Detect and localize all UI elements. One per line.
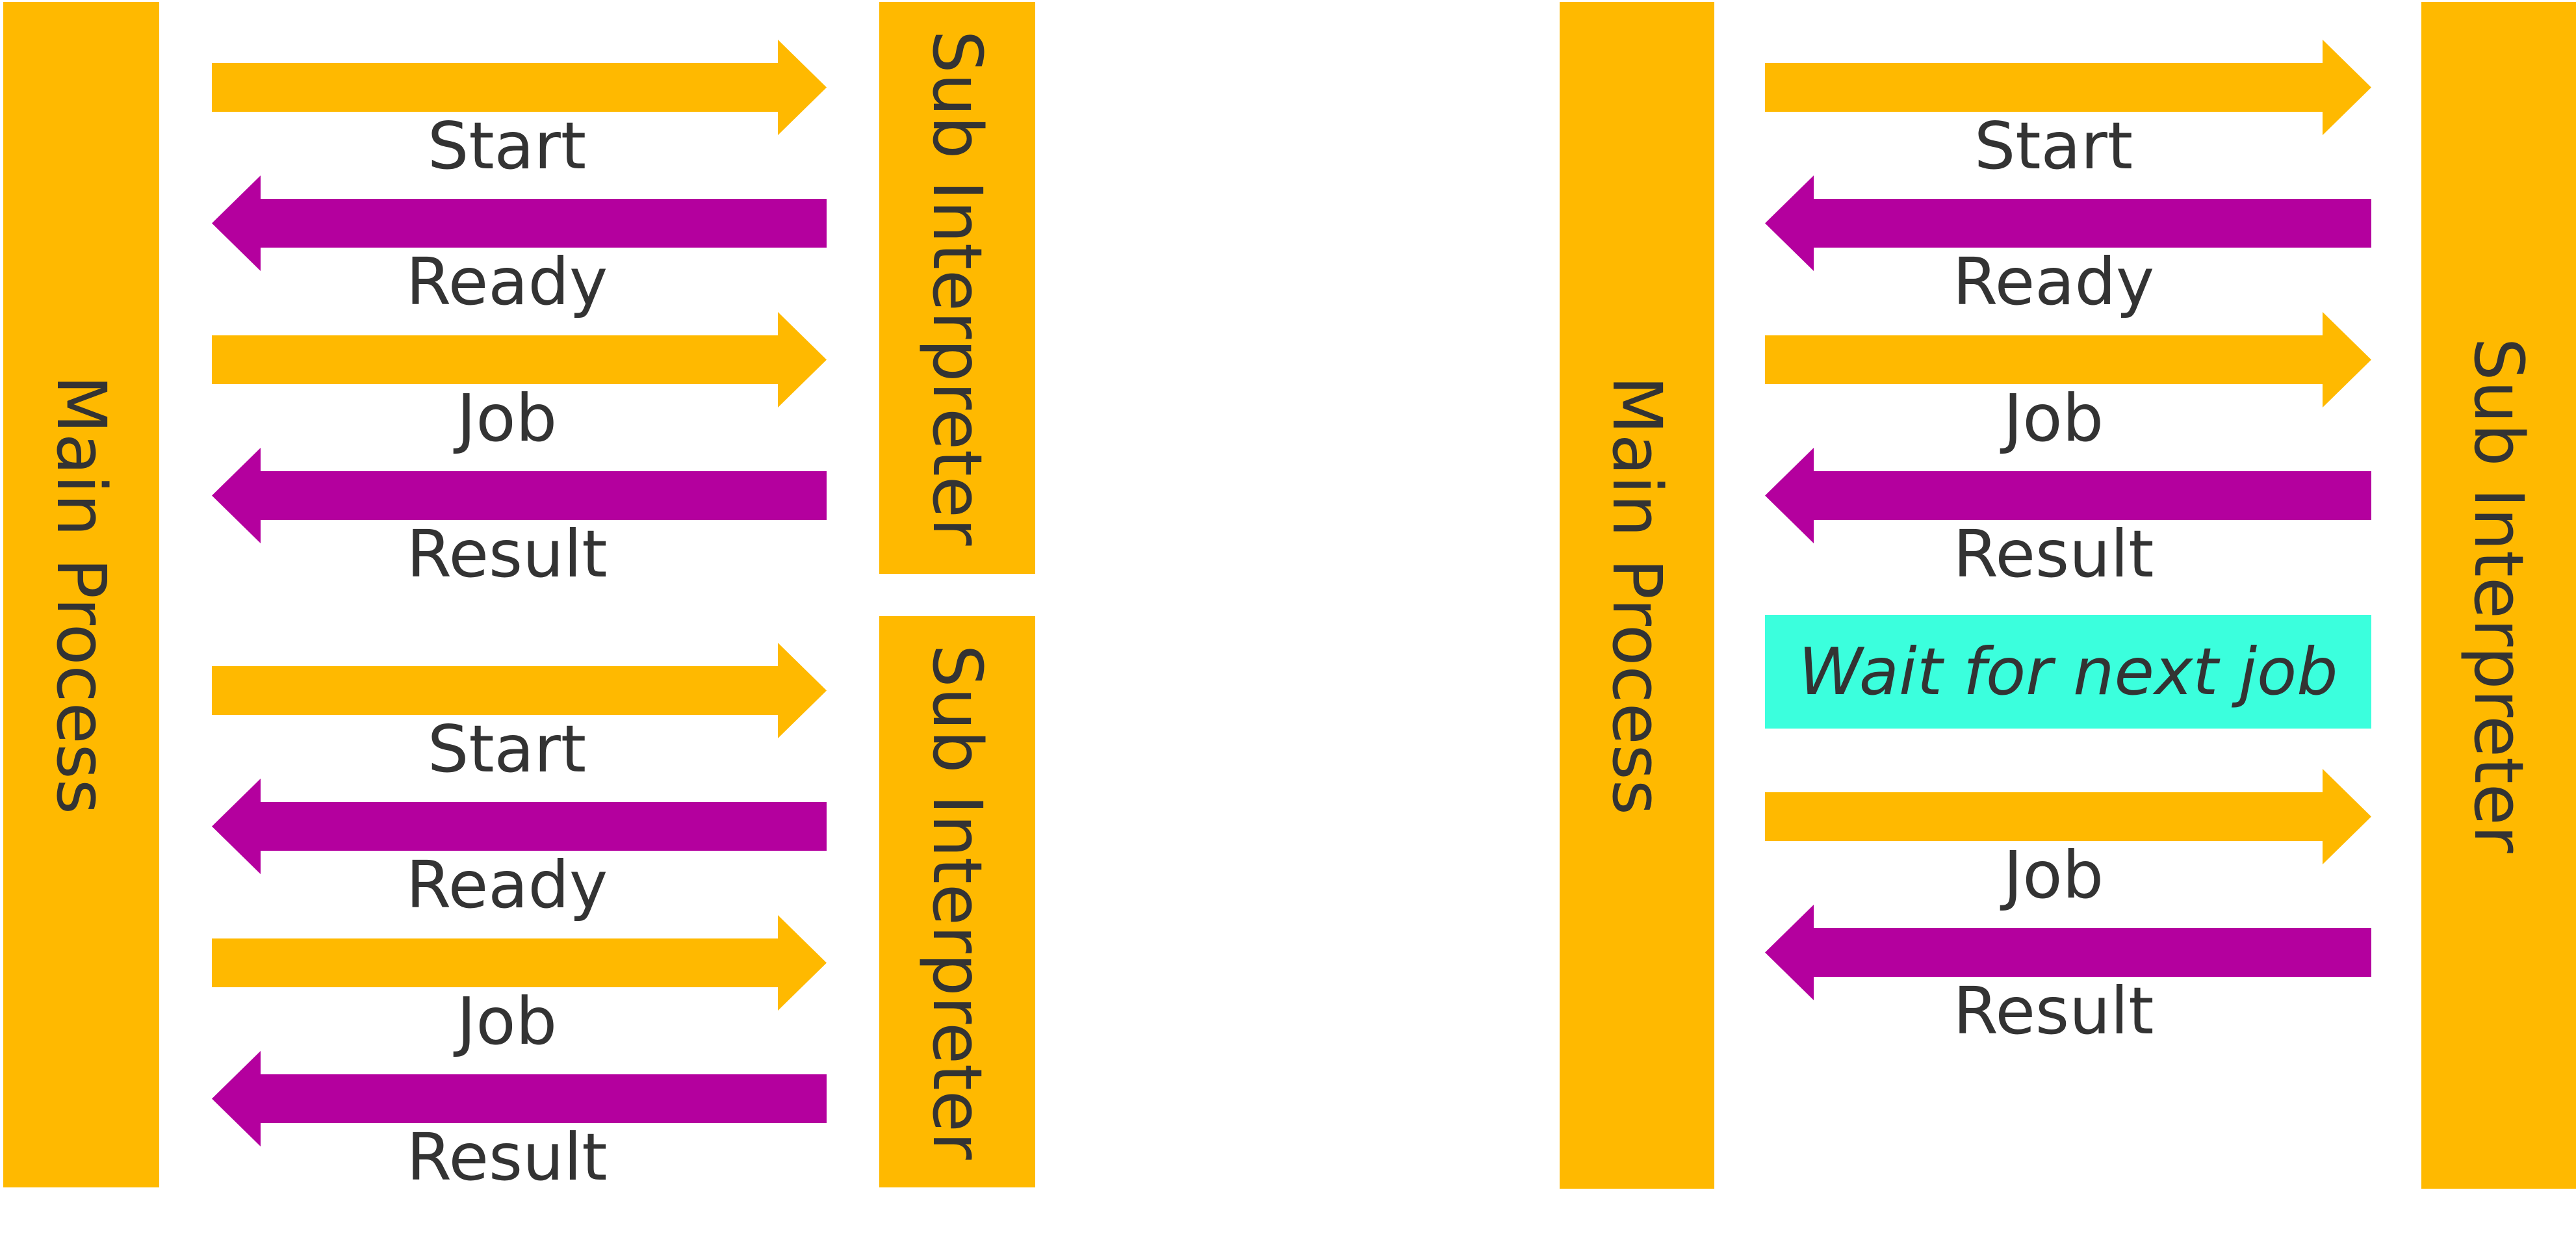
arrow-shape: [212, 642, 827, 738]
main-process-bar: Main Process: [1560, 2, 1714, 1189]
arrow-shape: [212, 39, 827, 135]
arrow-shape: [1765, 311, 2371, 408]
arrow-shape: [1765, 904, 2371, 1000]
message-label: Job: [456, 983, 558, 1059]
arrow-shape: [212, 311, 827, 408]
main-process-bar: Main Process: [3, 2, 159, 1187]
arrow-left-result: [212, 1050, 827, 1146]
main-process-label: Main Process: [42, 375, 121, 814]
message-label: Job: [2003, 837, 2104, 913]
arrow-shape: [1765, 447, 2371, 543]
sub-interpreter-label: Sub Interpreter: [918, 643, 997, 1160]
arrow-shape: [212, 1050, 827, 1146]
arrow-right-start: [212, 39, 827, 135]
message-label: Start: [427, 108, 587, 184]
sub-interpreter-label: Sub Interpreter: [2459, 337, 2538, 853]
message-label: Result: [406, 1119, 608, 1195]
arrow-right-start: [1765, 39, 2371, 135]
message-label: Result: [1953, 973, 2154, 1049]
arrow-shape: [1765, 175, 2371, 271]
message-label: Ready: [406, 847, 608, 923]
arrow-left-result: [212, 447, 827, 543]
arrow-shape: [1765, 768, 2371, 864]
arrow-right-start: [212, 642, 827, 738]
wait-for-next-job-box: Wait for next job: [1765, 615, 2371, 729]
message-label: Start: [1974, 108, 2133, 184]
sub-interpreter-bar-2: Sub Interpreter: [879, 616, 1035, 1187]
sub-interpreter-bar-1: Sub Interpreter: [879, 2, 1035, 574]
main-process-label: Main Process: [1597, 376, 1677, 815]
arrow-shape: [212, 778, 827, 874]
message-label: Job: [2003, 380, 2104, 456]
message-label: Result: [1953, 516, 2154, 592]
sub-interpreter-label: Sub Interpreter: [918, 30, 997, 546]
message-label: Ready: [1952, 244, 2155, 320]
arrow-left-result: [1765, 904, 2371, 1000]
message-label: Job: [456, 380, 558, 456]
arrow-left-result: [1765, 447, 2371, 543]
arrow-shape: [212, 175, 827, 271]
message-label: Start: [427, 711, 587, 787]
arrow-left-ready: [212, 175, 827, 271]
arrow-right-job: [1765, 768, 2371, 864]
arrow-right-job: [212, 914, 827, 1011]
message-label: Result: [406, 516, 608, 592]
arrow-shape: [212, 914, 827, 1011]
arrow-left-ready: [1765, 175, 2371, 271]
arrow-right-job: [212, 311, 827, 408]
arrow-shape: [1765, 39, 2371, 135]
wait-label: Wait for next job: [1798, 634, 2338, 710]
arrow-left-ready: [212, 778, 827, 874]
message-label: Ready: [406, 244, 608, 320]
arrow-shape: [212, 447, 827, 543]
sub-interpreter-bar: Sub Interpreter: [2421, 2, 2576, 1189]
arrow-right-job: [1765, 311, 2371, 408]
